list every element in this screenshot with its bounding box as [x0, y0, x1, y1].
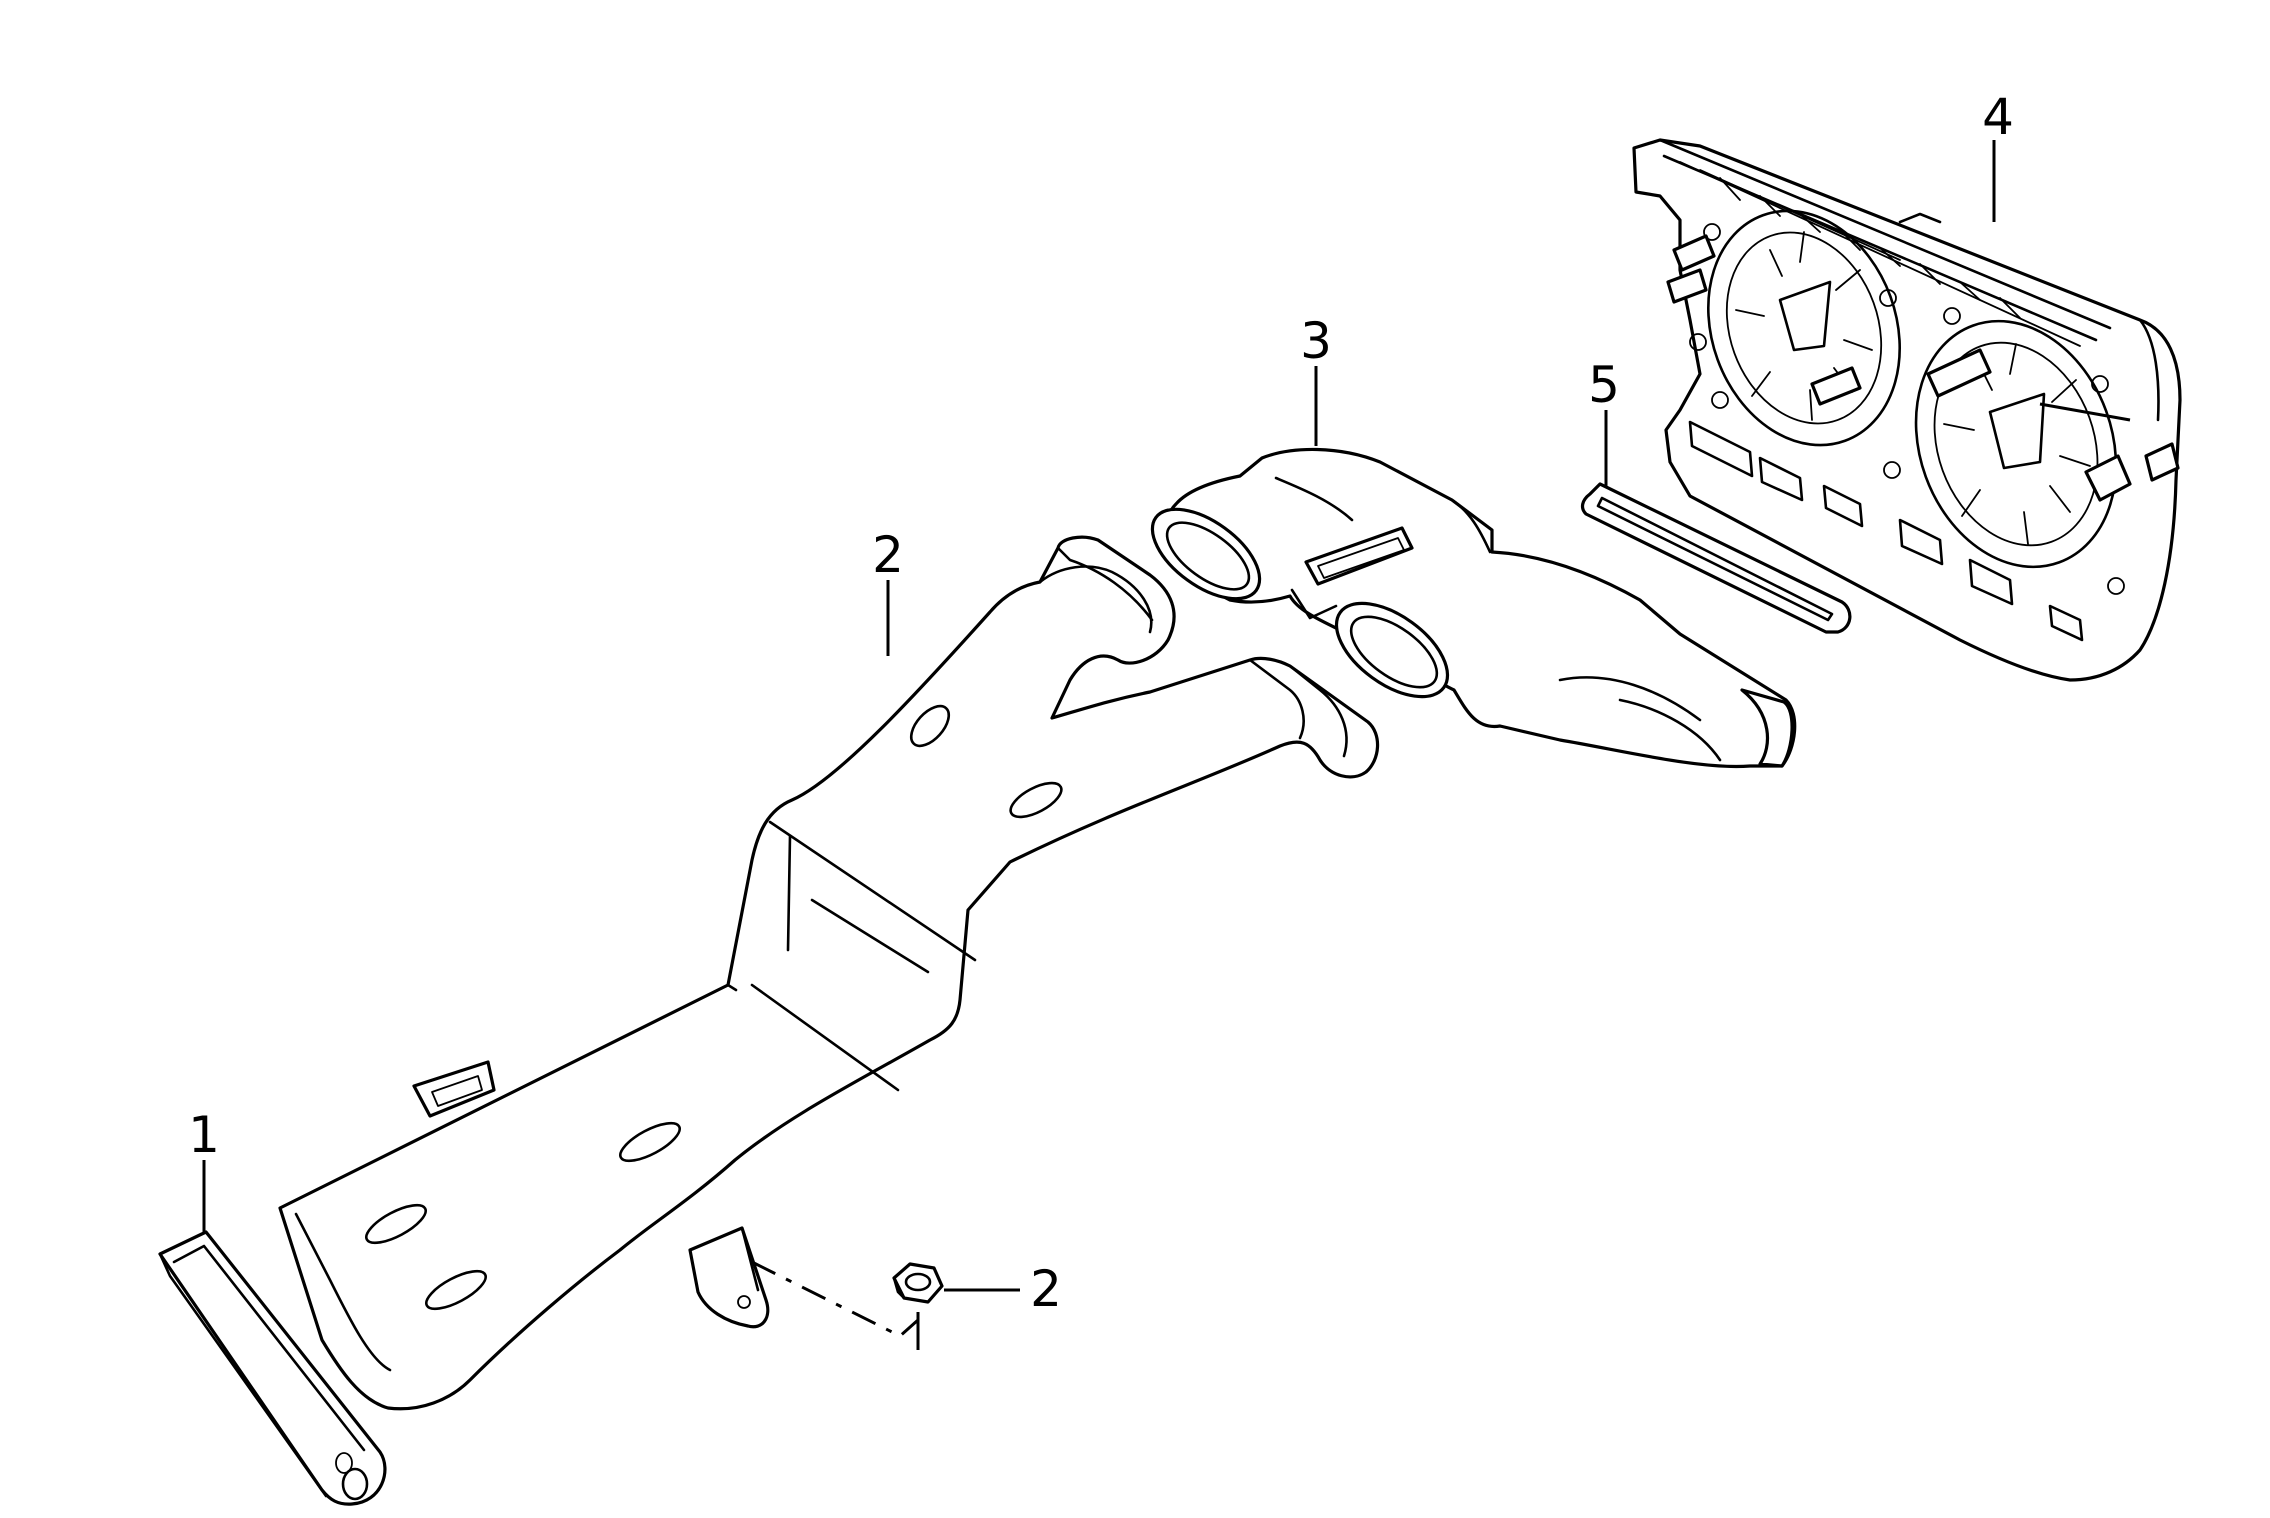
part-4-fan-unit	[1632, 138, 2182, 682]
callout-3: 3	[1300, 312, 1332, 370]
callout-leaders	[202, 140, 1996, 1232]
part-1-seal-strip	[158, 1230, 387, 1506]
callout-1: 1	[188, 1106, 220, 1164]
part-2-air-duct	[278, 535, 1380, 1411]
callout-labels: 1 2 2 3 4 5	[188, 88, 2014, 1318]
callout-2-nut: 2	[1030, 1260, 1062, 1318]
part-5-gasket	[1580, 482, 1852, 634]
callout-5: 5	[1588, 356, 1620, 414]
part-2-hex-nut	[751, 1260, 1020, 1350]
callout-2-duct: 2	[872, 526, 904, 584]
part-3-duct-connector	[1150, 447, 1797, 769]
callout-4: 4	[1982, 88, 2014, 146]
